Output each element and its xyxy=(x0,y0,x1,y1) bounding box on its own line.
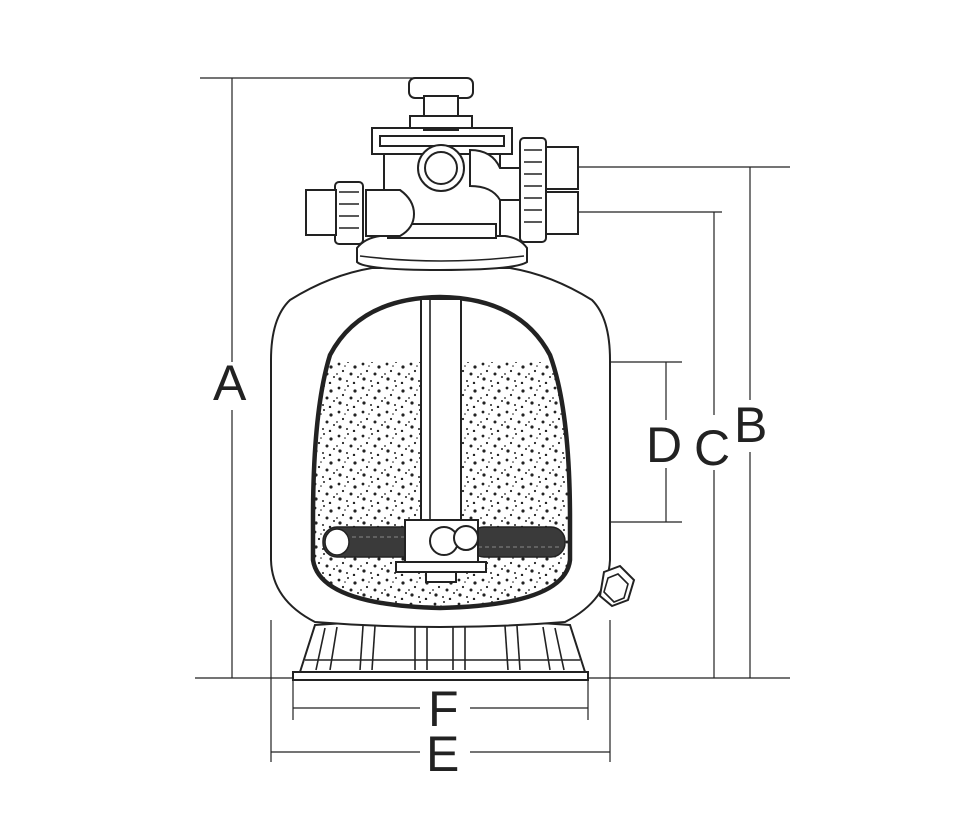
laterals xyxy=(322,519,566,583)
drain-plug xyxy=(598,564,636,608)
multiport-valve xyxy=(305,77,579,272)
dimension-label-b: B xyxy=(734,397,767,453)
standpipe xyxy=(420,298,462,522)
filter-base-stand xyxy=(292,619,589,681)
dimension-label-a: A xyxy=(213,355,247,411)
dimension-label-d: D xyxy=(646,417,682,473)
dimension-label-c: C xyxy=(694,420,730,476)
dimension-label-e: E xyxy=(426,726,459,782)
dimension-label-f: F xyxy=(428,681,459,737)
